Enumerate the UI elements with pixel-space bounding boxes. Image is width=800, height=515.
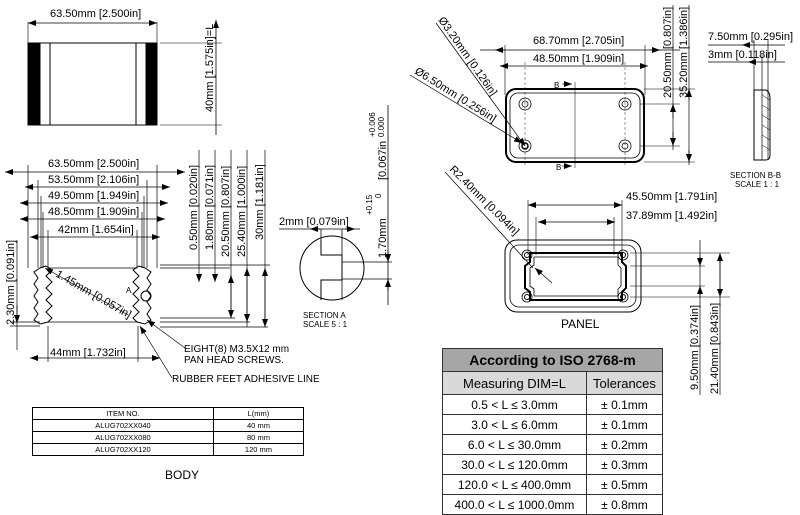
body-section-dim-lines xyxy=(5,150,270,379)
section-a-tol-mm-minus: 0 xyxy=(374,193,383,198)
panel-radius-label: R2.40mm [0.094in] xyxy=(447,164,521,238)
tolerance: ± 0.1mm xyxy=(585,414,664,435)
panel-width-inner: 37.89mm [1.492in] xyxy=(626,210,717,222)
range: 30.0 < L ≤ 120.0mm xyxy=(442,454,587,475)
svg-text:30mm [1.181in]: 30mm [1.181in] xyxy=(254,164,266,240)
body-length-label: 40mm [1.575in]=L xyxy=(204,24,216,112)
svg-text:63.50mm [2.500in]: 63.50mm [2.500in] xyxy=(48,158,139,170)
section-a-tol-mm-plus: +0.15 xyxy=(365,194,374,215)
section-a-title: SECTION A xyxy=(303,311,346,320)
svg-text:25.40mm [1.000in]: 25.40mm [1.000in] xyxy=(236,166,248,257)
section-bb-thickness: 7.50mm [0.295in] xyxy=(708,31,793,43)
header-tolerances: Tolerances xyxy=(585,371,664,395)
section-a-scale: SCALE 5 : 1 xyxy=(303,320,348,329)
panel-top-height-holes: 20.50mm [0.807in] xyxy=(662,7,674,98)
section-bb-inner: 3mm [0.118in] xyxy=(708,49,777,61)
header-length: L(mm) xyxy=(212,407,305,420)
body-top-view xyxy=(27,20,222,135)
svg-text:20.50mm [0.807in]: 20.50mm [0.807in] xyxy=(220,166,232,257)
table-row: 30.0 < L ≤ 120.0mm± 0.3mm xyxy=(442,454,664,475)
note-screws-line1: EIGHT(8) M3.5X12 mm xyxy=(184,344,289,355)
section-marker-b-top: B xyxy=(554,81,559,90)
body-title: BODY xyxy=(165,468,199,482)
item-length: 120 mm xyxy=(212,443,305,456)
tolerance: ± 0.8mm xyxy=(585,494,664,515)
svg-text:42mm [1.654in]: 42mm [1.654in] xyxy=(58,224,134,236)
note-screws-line2: PAN HEAD SCREWS. xyxy=(184,355,284,366)
tolerance: ± 0.3mm xyxy=(585,454,664,475)
section-a-width-label: 2mm [0.079in] xyxy=(279,216,349,228)
body-top-width-label: 63.50mm [2.500in] xyxy=(50,8,141,20)
table-row: 400.0 < L ≤ 1000.0mm± 0.8mm xyxy=(442,494,664,515)
section-bb-title: SECTION B-B xyxy=(730,171,781,180)
item-table: ITEM NO. L(mm) ALUG702XX040 40 mm ALUG70… xyxy=(32,407,305,456)
svg-text:49.50mm [1.949in]: 49.50mm [1.949in] xyxy=(48,190,139,202)
horizontal-dimension-labels: 63.50mm [2.500in] 53.50mm [2.106in] 49.5… xyxy=(48,158,139,236)
note-rubber-feet: RUBBER FEET ADHESIVE LINE xyxy=(172,374,320,385)
section-a-tol-in-plus: +0.006 xyxy=(368,112,377,137)
item-table-header: ITEM NO. L(mm) xyxy=(32,407,305,420)
panel-top-height-outer: 35.20mm [1.386in] xyxy=(678,7,690,98)
section-a-height-in: [0.067in xyxy=(377,141,389,180)
svg-text:0.50mm [0.020in]: 0.50mm [0.020in] xyxy=(188,165,200,250)
section-a-detail-circle xyxy=(140,290,152,302)
tolerance-table-title: According to ISO 2768-m xyxy=(442,348,663,372)
table-row: 6.0 < L ≤ 30.0mm± 0.2mm xyxy=(442,434,664,455)
range: 0.5 < L ≤ 3.0mm xyxy=(442,394,587,415)
item-length: 40 mm xyxy=(212,419,305,432)
panel-title: PANEL xyxy=(561,317,600,331)
table-row: 120.0 < L ≤ 400.0mm± 0.5mm xyxy=(442,474,664,495)
svg-text:48.50mm [1.909in]: 48.50mm [1.909in] xyxy=(48,206,139,218)
range: 3.0 < L ≤ 6.0mm xyxy=(442,414,587,435)
section-marker-a: A xyxy=(126,286,132,295)
svg-text:2.30mm [0.091in]: 2.30mm [0.091in] xyxy=(5,240,17,325)
range: 400.0 < L ≤ 1000.0mm xyxy=(442,494,587,515)
tolerance: ± 0.1mm xyxy=(585,394,664,415)
range: 6.0 < L ≤ 30.0mm xyxy=(442,434,587,455)
svg-text:53.50mm [2.106in]: 53.50mm [2.106in] xyxy=(48,174,139,186)
item-no: ALUG702XX120 xyxy=(32,443,214,456)
section-a-tol-in-minus: 0.000 xyxy=(377,116,386,137)
section-a-view xyxy=(279,105,392,305)
section-bb-scale: SCALE 1 : 1 xyxy=(735,180,780,189)
table-row: ALUG702XX080 80 mm xyxy=(32,431,305,444)
item-no: ALUG702XX080 xyxy=(32,431,214,444)
svg-text:1.80mm [0.071in]: 1.80mm [0.071in] xyxy=(204,165,216,250)
panel-height-inner: 9.50mm [0.374in] xyxy=(689,305,701,390)
panel-top-width-holes: 48.50mm [1.909in] xyxy=(533,53,624,65)
header-measuring-dim: Measuring DIM=L xyxy=(442,371,587,395)
item-length: 80 mm xyxy=(212,431,305,444)
item-no: ALUG702XX040 xyxy=(32,419,214,432)
range: 120.0 < L ≤ 400.0mm xyxy=(442,474,587,495)
tolerance: ± 0.2mm xyxy=(585,434,664,455)
body-profile xyxy=(33,265,152,325)
section-marker-b-bottom: B xyxy=(556,163,561,172)
section-bb-view xyxy=(708,40,785,161)
table-row: ALUG702XX040 40 mm xyxy=(32,419,305,432)
panel-height-outer: 21.40mm [0.843in] xyxy=(709,303,721,394)
panel-width-outer: 45.50mm [1.791in] xyxy=(626,191,717,203)
table-row: ALUG702XX120 120 mm xyxy=(32,443,305,456)
tolerance-table: According to ISO 2768-m Measuring DIM=L … xyxy=(442,348,664,515)
table-row: 3.0 < L ≤ 6.0mm± 0.1mm xyxy=(442,414,664,435)
panel-top-view xyxy=(409,5,695,169)
panel-top-width-outer: 68.70mm [2.705in] xyxy=(533,35,624,47)
svg-text:44mm [1.732in]: 44mm [1.732in] xyxy=(50,347,126,359)
tolerance: ± 0.5mm xyxy=(585,474,664,495)
panel-view xyxy=(444,171,730,395)
section-a-height-mm: 1.70mm xyxy=(377,218,389,258)
header-item-no: ITEM NO. xyxy=(32,407,214,420)
svg-text:1.45mm [0.057in]: 1.45mm [0.057in] xyxy=(54,268,134,321)
table-row: 0.5 < L ≤ 3.0mm± 0.1mm xyxy=(442,394,664,415)
